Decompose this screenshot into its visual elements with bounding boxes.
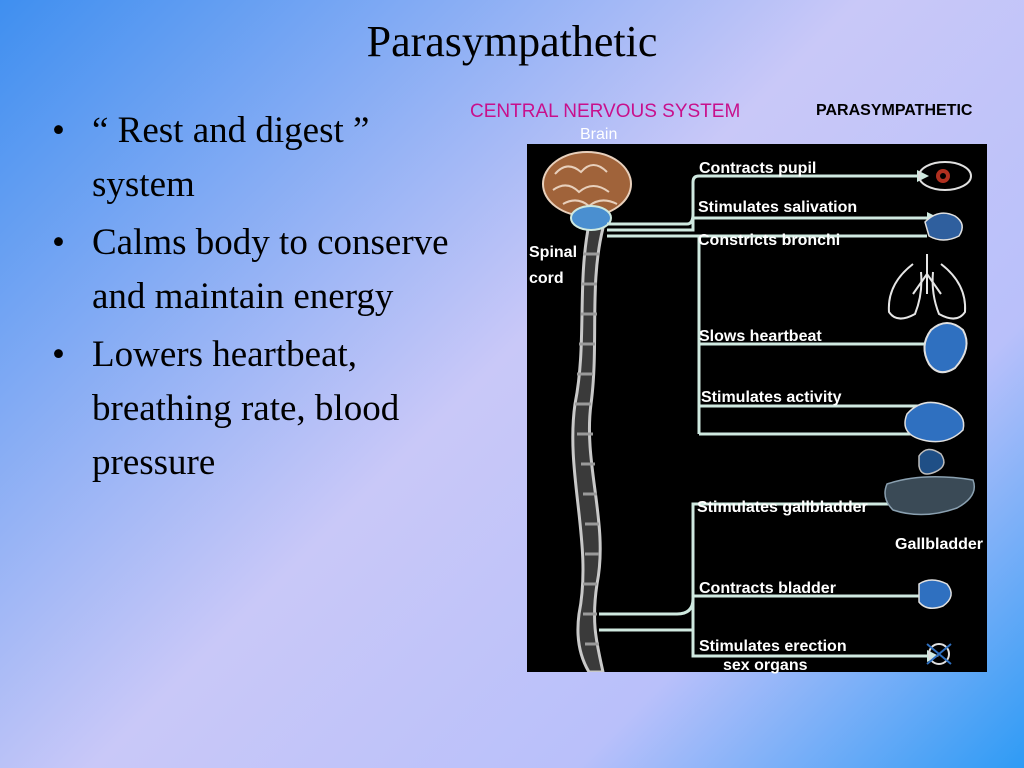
brainstem-shape: [570, 205, 612, 231]
heart-icon: [923, 322, 968, 374]
cord-label: cord: [529, 270, 564, 287]
brain-label: Brain: [580, 126, 618, 143]
nervous-system-diagram: Spinal cord Contracts pupil Stimulates s…: [527, 144, 987, 674]
effect-stimulates-salivation: Stimulates salivation: [698, 199, 858, 216]
nerve-bladder: [691, 574, 927, 598]
sex-organs-icon: [926, 643, 952, 665]
bullet-list: • “ Rest and digest ” system • Calms body …: [52, 104, 452, 494]
nerve-sex-organs: [599, 628, 927, 658]
bullet-marker: •: [52, 110, 65, 151]
bullet-text: “ Rest and digest ” system: [92, 110, 370, 205]
stomach-icon: [904, 401, 965, 443]
liver-icon: [884, 476, 975, 516]
diagram-drawing: [542, 151, 975, 672]
bullet-text: Calms body to conserve and maintain ener…: [92, 222, 449, 317]
bullet-marker: •: [52, 222, 65, 263]
eye-icon: [918, 161, 972, 191]
spinal-cord-shape: [571, 222, 605, 672]
bladder-icon: [918, 579, 952, 609]
effect-constricts-bronchi: Constricts bronchi: [698, 232, 841, 249]
effect-slows-heartbeat: Slows heartbeat: [699, 328, 822, 345]
bullet-item-calms-body: • Calms body to conserve and maintain ene…: [52, 216, 452, 324]
effect-sex-organs: sex organs: [723, 657, 808, 674]
intestine-icon: [918, 448, 945, 475]
effect-stimulates-gallbladder: Stimulates gallbladder: [697, 499, 868, 516]
cns-label: CENTRAL NERVOUS SYSTEM: [470, 101, 741, 122]
parasympathetic-label: PARASYMPATHETIC: [816, 102, 973, 119]
gallbladder-label: Gallbladder: [895, 536, 984, 553]
bullet-marker: •: [52, 334, 65, 375]
salivary-gland-icon: [924, 212, 963, 241]
bullet-item-rest-digest: • “ Rest and digest ” system: [52, 104, 452, 212]
effect-stimulates-erection: Stimulates erection: [699, 638, 847, 655]
nerve-pelvic-trunk: [599, 502, 907, 616]
slide-title: Parasympathetic: [366, 17, 658, 66]
bullet-text: Lowers heartbeat, breathing rate, blood …: [92, 334, 400, 483]
spinal-cord-segments: [575, 252, 599, 646]
nerve-pupil: [607, 174, 917, 226]
lungs-icon: [887, 254, 967, 320]
nerve-vagus-trunk: [607, 234, 701, 434]
effect-stimulates-activity: Stimulates activity: [701, 389, 842, 406]
nerve-salivation: [607, 216, 927, 232]
spinal-label: Spinal: [529, 244, 578, 261]
bullet-item-lowers-heartbeat: • Lowers heartbeat, breathing rate, blood…: [52, 328, 452, 490]
effect-contracts-pupil: Contracts pupil: [699, 160, 817, 177]
effect-contracts-bladder: Contracts bladder: [699, 580, 836, 597]
